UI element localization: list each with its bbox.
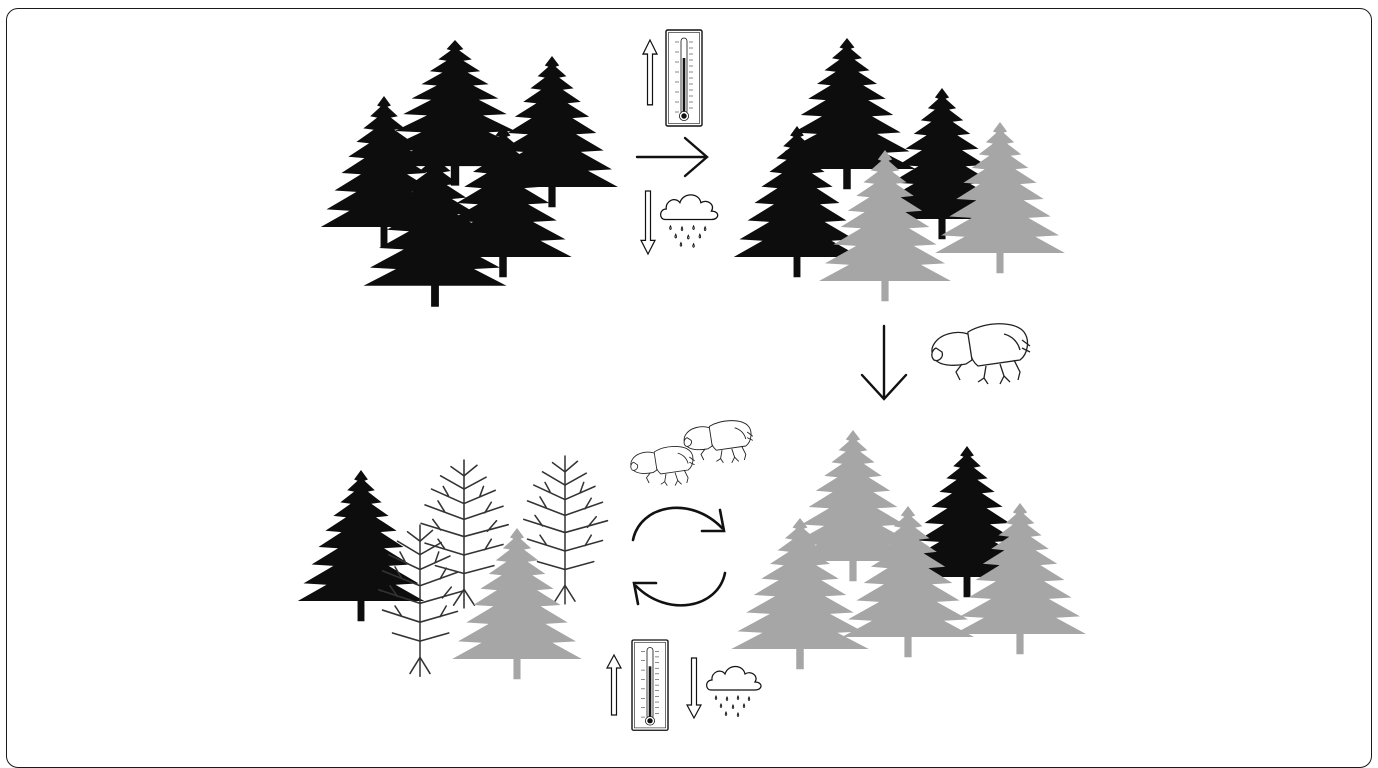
diagram-frame: [6, 8, 1372, 768]
transition-climate-change-1: [635, 29, 719, 255]
rain-cloud-icon: [659, 194, 719, 248]
up-arrow-icon: [642, 39, 658, 106]
stage-dying-forest: [297, 455, 609, 680]
beetle-icon: [630, 446, 696, 487]
stage-healthy-forest: [320, 40, 618, 307]
right-arrow-icon: [635, 136, 709, 178]
forest-decline-diagram: [297, 29, 1086, 731]
down-arrow-icon: [686, 657, 702, 719]
stage-beetle-attacked-forest: [731, 430, 1086, 670]
down-arrow-icon: [640, 190, 656, 255]
beetle-icon: [683, 420, 754, 464]
rain-cloud-icon: [706, 665, 762, 718]
up-arrow-icon: [606, 654, 622, 716]
down-arrow-icon: [860, 324, 908, 401]
cycle-arrows-icon: [631, 506, 727, 607]
feedback-cycle: [606, 420, 762, 731]
stage-drought-stressed-forest: [733, 38, 1065, 302]
thermometer-icon: [665, 29, 703, 127]
transition-beetle-attack: [860, 323, 1031, 401]
beetle-icon: [931, 323, 1031, 385]
thermometer-icon: [631, 639, 669, 731]
